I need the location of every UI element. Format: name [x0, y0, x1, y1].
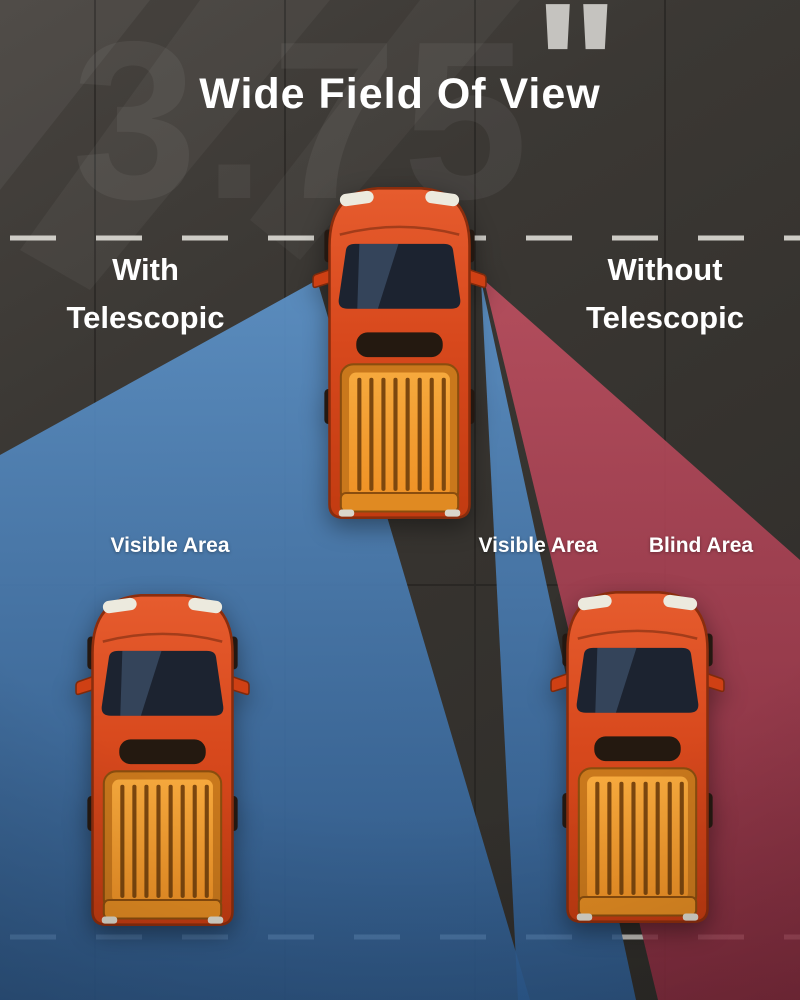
label-visible-area-right: Visible Area [478, 534, 598, 557]
watermark-inch-mark: " [533, 0, 626, 167]
label-visible-area-left: Visible Area [110, 534, 230, 557]
label-without-line2: Telescopic [586, 300, 744, 336]
page-title: Wide Field Of View [199, 70, 601, 118]
light-streaks [0, 0, 520, 290]
label-without-line1: Without [607, 252, 723, 287]
label-with-telescopic: With Telescopic [28, 246, 263, 342]
label-blind-area-right: Blind Area [648, 534, 754, 557]
pickup-truck-rear-left [75, 585, 250, 935]
pickup-truck-center [312, 178, 487, 528]
watermark-dimension: 3.75" [72, 0, 625, 233]
label-with-line2: Telescopic [66, 300, 225, 336]
pickup-truck-rear-right [550, 582, 725, 932]
label-with-line1: With [112, 252, 179, 287]
label-without-telescopic: Without Telescopic [545, 246, 785, 342]
